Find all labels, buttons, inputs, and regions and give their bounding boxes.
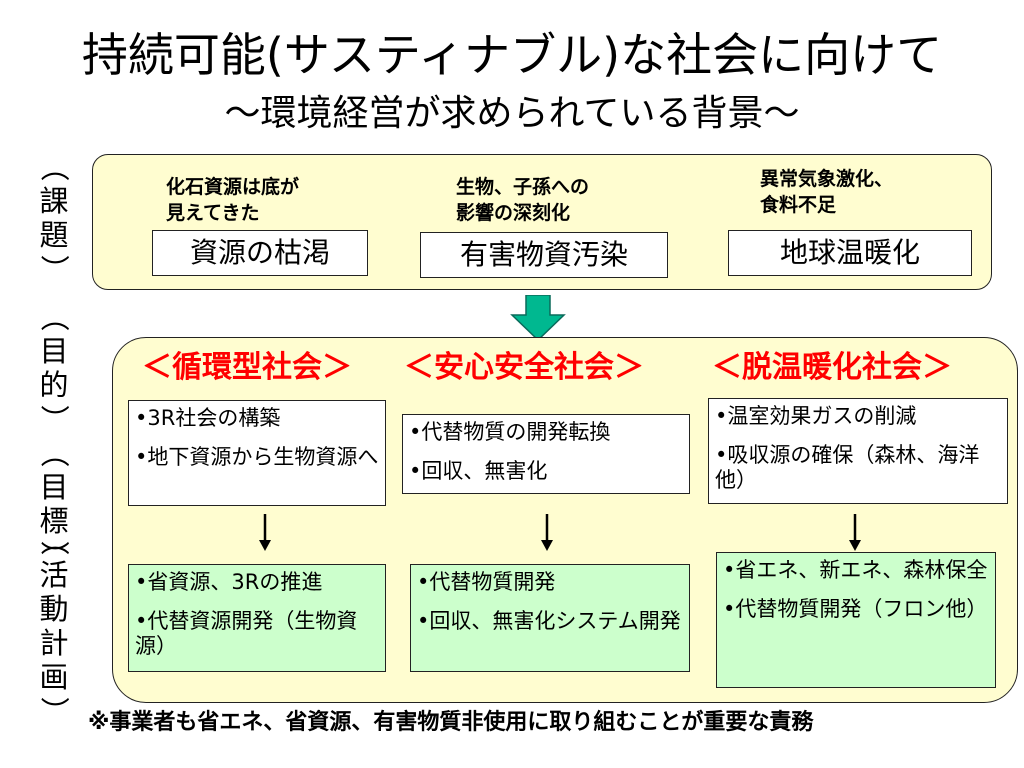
activity-item: •代替資源開発（生物資源） [135,609,358,658]
activity-box: •省エネ、新エネ、森林保全 •代替物質開発（フロン他） [716,552,996,688]
side-label-char: 標 [39,504,69,538]
goal-box: •代替物質の開発転換 •回収、無害化 [402,414,690,494]
side-label-char: 画 [39,660,69,694]
issue-box: 資源の枯渇 [152,230,368,276]
activity-item: •代替物質開発 [417,570,556,594]
side-label-char: 的 [39,368,69,402]
side-label-char: 目 [39,470,69,504]
issue-note-line: 食料不足 [760,194,837,216]
goal-box: •3R社会の構築 •地下資源から生物資源へ [128,400,386,506]
paren-open: （ [37,438,71,468]
issue-note-line: 見えてきた [166,202,260,224]
paren-close: ） [37,254,71,284]
side-label-char: 活 [39,558,69,592]
issue-note: 化石資源は底が 見えてきた [166,174,299,226]
arrow-down-icon [259,514,271,551]
issue-note: 生物、子孫への 影響の深刻化 [456,174,589,226]
activity-item: •省資源、3Rの推進 [135,570,323,594]
activity-item: •代替物質開発（フロン他） [723,597,988,621]
society-heading: ＜安心安全社会＞ [404,350,644,385]
side-label-char: 動 [39,592,69,626]
goal-box: •温室効果ガスの削減 •吸収源の確保（森林、海洋他） [708,398,1008,504]
arrow-down-icon [541,514,553,551]
footnote: ※事業者も省エネ、省資源、有害物質非使用に取り組むことが重要な責務 [88,710,814,735]
side-label-issues: （ 課 題 ） [34,150,74,286]
goal-item: •代替物質の開発転換 [409,420,611,444]
slide-title: 持続可能(サスティナブル)な社会に向けて [81,28,943,82]
side-label-char: 題 [39,218,69,252]
activity-item: •回収、無害化システム開発 [417,609,681,633]
side-label-char: 計 [39,626,69,660]
issue-note-line: 異常気象激化、 [760,168,894,190]
goal-item: •回収、無害化 [409,459,548,483]
issue-note-line: 影響の深刻化 [456,202,571,224]
society-heading: ＜脱温暖化社会＞ [712,350,952,385]
issue-note-line: 生物、子孫への [456,176,590,198]
paren-open: （ [37,526,71,556]
side-label-activities: （ 活 動 計 画 ） [34,524,74,728]
down-arrow-icon [510,295,566,341]
goal-item: •地下資源から生物資源へ [135,445,379,469]
activity-box: •省資源、3Rの推進 •代替資源開発（生物資源） [128,564,386,672]
issue-box: 有害物資汚染 [420,232,668,278]
side-label-char: 課 [39,184,69,218]
goal-item: •3R社会の構築 [135,406,281,430]
arrow-down-icon [849,514,861,551]
side-label-goals: （ 目 的 ） （ 目 標 ） [34,300,74,572]
paren-open: （ [37,302,71,332]
society-heading: ＜循環型社会＞ [142,350,352,385]
paren-open: （ [37,152,71,182]
issue-note-line: 化石資源は底が [166,176,300,198]
issue-box: 地球温暖化 [728,230,972,276]
activity-box: •代替物質開発 •回収、無害化システム開発 [410,564,690,672]
slide-subtitle: ～環境経営が求められている背景～ [224,93,800,134]
goal-item: •吸収源の確保（森林、海洋他） [715,443,980,492]
side-label-char: 目 [39,334,69,368]
issue-note: 異常気象激化、 食料不足 [760,166,893,218]
paren-close: ） [37,696,71,726]
activity-item: •省エネ、新エネ、森林保全 [723,558,988,582]
goal-item: •温室効果ガスの削減 [715,404,917,428]
